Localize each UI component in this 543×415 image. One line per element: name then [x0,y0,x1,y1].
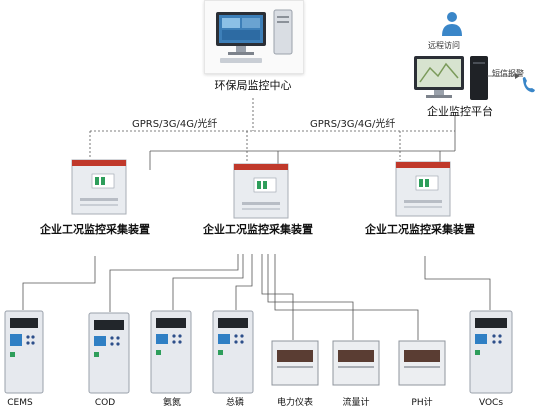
device-label-cems: CEMS [7,398,33,408]
sms-alarm-label: 短信报警 [492,69,524,78]
collector-label-left: 企业工况监控采集装置 [40,223,150,236]
sms-arrow-icon [487,73,520,79]
collector-cabinet-icon [233,163,289,219]
monitoring-center-label: 环保局监控中心 [214,79,292,92]
remote-user-icon [442,12,462,36]
monitoring-center-computer-icon [216,9,293,63]
device-label-total-phosphorus: 总磷 [225,398,245,408]
device-label-cod: COD [94,398,116,408]
enterprise-platform-label: 企业监控平台 [427,105,493,118]
device-label-ammonia: 氨氮 [162,398,182,408]
collector-cabinet-icon [395,161,451,217]
collector-label-center: 企业工况监控采集装置 [203,223,313,236]
ammonia-analyzer-icon [150,310,192,394]
network-label-right: GPRS/3G/4G/光纤 [310,119,396,130]
flow-meter-icon [332,340,380,386]
power-meter-icon [271,340,319,386]
device-label-power-meter: 电力仪表 [276,398,314,408]
cod-analyzer-icon [88,312,130,394]
enterprise-platform-computer-icon [414,56,488,100]
total-phosphorus-analyzer-icon [212,310,254,394]
collector-label-right: 企业工况监控采集装置 [365,223,475,236]
network-label-left: GPRS/3G/4G/光纤 [132,119,218,130]
vocs-analyzer-icon [469,310,513,394]
collector-cabinet-icon [71,159,127,215]
device-label-flow-meter: 流量计 [342,398,370,408]
device-label-ph-meter: PH计 [411,398,433,408]
remote-access-label: 远程访问 [428,41,460,50]
phone-icon [522,77,535,93]
device-label-vocs: VOCs [478,398,504,408]
cems-analyzer-icon [4,310,44,394]
ph-meter-icon [398,340,446,386]
